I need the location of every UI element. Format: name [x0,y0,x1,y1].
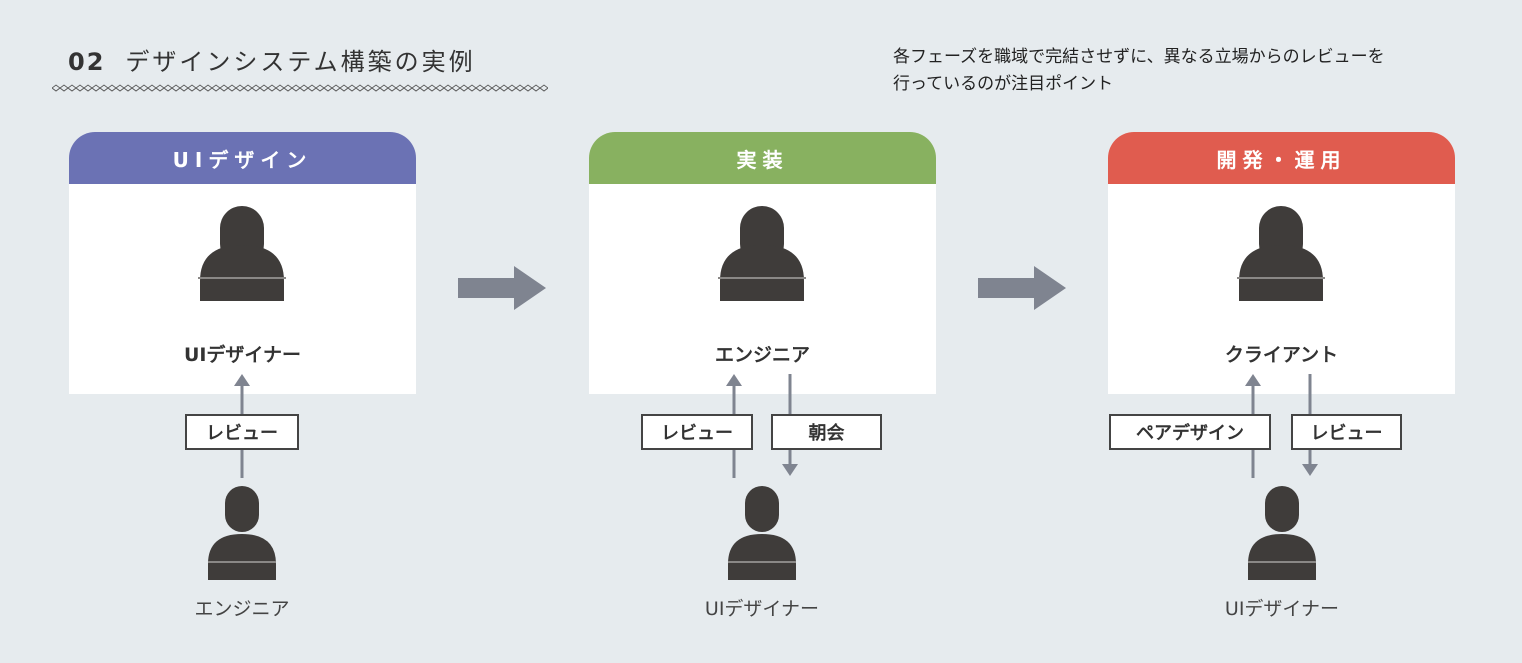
phase-role-label: エンジニア [714,344,810,366]
title-underline [52,84,548,92]
person-icon [198,206,286,301]
section-title: デザインシステム構築の実例 [125,48,476,76]
phase-role-label: UIデザイナー [183,344,302,366]
tag-review: レビュー [185,414,299,450]
phase-role-label: クライアント [1224,344,1339,366]
tag-review: レビュー [1291,414,1402,450]
flow-arrow-icon [978,266,1066,310]
phase-header: 実装 [589,132,936,184]
person-icon [728,486,796,580]
bottom-role-label: UIデザイナー [1224,598,1340,620]
phase-card-implementation: 実装 エンジニア [589,132,936,394]
person-icon [1237,206,1325,301]
flow-arrow-icon [458,266,546,310]
arrow-down-icon [782,464,798,476]
tag-morning-meeting: 朝会 [771,414,882,450]
header-note: 各フェーズを職域で完結させずに、異なる立場からのレビューを 行っているのが注目ポ… [893,44,1493,98]
arrow-down-icon [1302,464,1318,476]
tag-pair-design: ペアデザイン [1109,414,1271,450]
tag-review: レビュー [641,414,753,450]
bottom-role-label: エンジニア [194,598,290,620]
person-icon [718,206,806,301]
arrow-up-icon [234,374,250,386]
person-icon [1248,486,1316,580]
person-icon [208,486,276,580]
phase-card-ui-design: UIデザイン UIデザイナー [69,132,416,394]
arrow-up-icon [726,374,742,386]
phase-card-operation: 開発・運用 クライアント [1108,132,1455,394]
phase-header: 開発・運用 [1108,132,1455,184]
page-title: 02 デザインシステム構築の実例 [68,42,476,77]
note-line-2: 行っているのが注目ポイント [893,74,1114,94]
note-line-1: 各フェーズを職域で完結させずに、異なる立場からのレビューを [893,47,1385,67]
phase-header: UIデザイン [69,132,416,184]
bottom-role-label: UIデザイナー [704,598,820,620]
arrow-up-icon [1245,374,1261,386]
section-number: 02 [68,48,106,76]
